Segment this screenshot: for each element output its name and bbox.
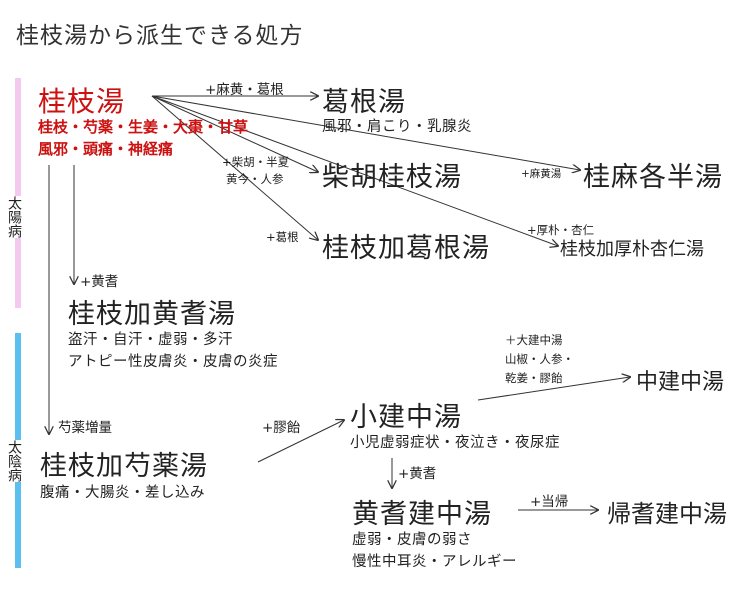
arrow-to-shokenchuto [257,420,344,463]
arrow-to-saikokeishito [151,95,318,172]
kikenchuto-name: 帰耆建中湯 [607,500,727,528]
keishikakobokukyoninto-addition: +厚朴・杏仁 [527,223,595,237]
keishikashakuyakuto-desc: 腹痛・大腸炎・差し込み [40,485,205,501]
daikenchuto-addition-3: 乾姜・膠飴 [505,371,563,385]
keimakakuhanto-name: 桂麻各半湯 [583,162,723,193]
keishikashakuyakuto-name: 桂枝加芍薬湯 [40,451,208,482]
daikenchuto-addition-1: ＋大建中湯 [505,333,563,347]
ogikenchuto-desc-2: 慢性中耳炎・アレルギー [352,554,517,570]
root-node-name: 桂枝湯 [38,85,126,118]
saikokeishito-name: 柴胡桂枝湯 [322,162,462,193]
page-title: 桂枝湯から派生できる処方 [16,23,304,49]
keishikakakkonto-name: 桂枝加葛根湯 [322,233,490,264]
arrow-to-keimakakuhanto [151,95,580,170]
keishikaogito-desc-1: 盗汗・自汗・虚弱・多汗 [68,332,233,348]
kikenchuto-addition: +当帰 [530,494,569,510]
taiin-stage-label: 太陰病 [6,440,22,482]
root-indications: 風邪・頭痛・神経痛 [38,140,174,158]
keishikakobokukyoninto-name: 桂枝加厚朴杏仁湯 [560,239,704,260]
arrow-to-daikenchuto [477,377,630,401]
keishikaogito-addition: +黄耆 [80,274,119,290]
kakkonto-desc: 風邪・肩こり・乳腺炎 [322,119,472,135]
ogikenchuto-desc-1: 虚弱・皮膚の弱さ [352,532,472,548]
taiyo-stage-bar [15,78,21,308]
shokenchuto-desc: 小児虚弱症状・夜泣き・夜尿症 [350,435,560,451]
arrow-to-keishikakobokukyoninto [151,95,558,246]
daikenchuto-addition-2: 山椒・人参・ [505,352,574,366]
saikokeishito-addition-2: 黄今・人参 [226,172,284,186]
arrow-to-keishikakakkonto [151,95,318,240]
shokenchuto-name: 小建中湯 [350,402,462,433]
keimakakuhanto-addition: +麻黄湯 [521,168,562,180]
kakkonto-addition: +麻黄・葛根 [205,82,284,98]
taiyo-stage-label: 太陽病 [6,196,22,238]
ogikenchuto-name: 黄耆建中湯 [352,499,492,530]
keishikaogito-desc-2: アトピー性皮膚炎・皮膚の炎症 [68,354,278,370]
daikenchuto-name: 中建中湯 [636,370,725,395]
keishikaogito-name: 桂枝加黄耆湯 [68,299,236,330]
root-ingredients: 桂枝・芍薬・生姜・大棗・甘草 [38,118,249,136]
shokenchuto-addition: +膠飴 [262,420,301,436]
saikokeishito-addition-1: +柴胡・半夏 [222,155,290,169]
keishikashakuyakuto-addition: 芍薬増量 [58,420,112,436]
keishikakakkonto-addition: +葛根 [266,230,299,244]
kakkonto-name: 葛根湯 [322,87,406,118]
ogikenchuto-addition: +黄耆 [398,466,437,482]
